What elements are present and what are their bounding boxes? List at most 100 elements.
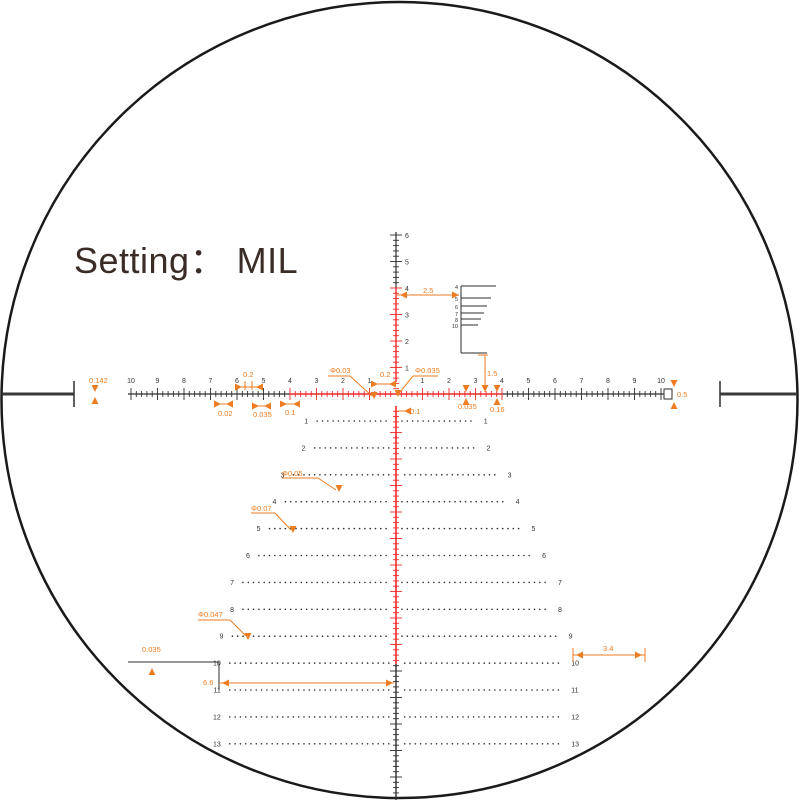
grid-dot (284, 554, 287, 557)
grid-dot (268, 635, 271, 637)
grid-dot (342, 608, 345, 611)
grid-dot (358, 635, 361, 637)
grid-dot (329, 743, 332, 745)
grid-dot (462, 662, 464, 664)
grid-dot (348, 635, 350, 637)
grid-dot (350, 474, 353, 476)
grid-dot (427, 608, 430, 611)
grid-dot (414, 689, 417, 691)
grid-dot (297, 743, 300, 745)
grid-dot (451, 743, 454, 745)
grid-dot (292, 716, 295, 718)
grid-dot (324, 662, 327, 664)
grid-dot (483, 716, 486, 718)
grid-dot (456, 662, 459, 664)
grid-dot (356, 716, 358, 718)
grid-dot (289, 581, 292, 584)
right-end-box (663, 388, 673, 400)
grid-dot (313, 716, 316, 718)
grid-dot (388, 743, 390, 745)
grid-dot (414, 474, 417, 476)
grid-dot (464, 500, 467, 503)
grid-dot (366, 716, 369, 718)
grid-dot (417, 500, 419, 503)
grid-dot (443, 581, 446, 584)
grid-dot (340, 662, 342, 664)
grid-dot (250, 689, 252, 691)
dim-arrow (389, 380, 396, 388)
grid-dot (356, 474, 358, 476)
grid-dot (478, 743, 480, 745)
grid-dot (441, 662, 443, 664)
grid-dot (552, 662, 554, 664)
grid-dot (422, 500, 425, 503)
grid-dot (358, 527, 361, 530)
grid-dot (406, 581, 409, 584)
grid-dot (433, 420, 435, 422)
grid-dot (372, 743, 374, 745)
grid-dot (321, 420, 324, 422)
grid-dot (348, 581, 350, 584)
grid-dot (488, 689, 491, 691)
grid-dot (459, 554, 462, 557)
grid-dot (501, 635, 504, 637)
grid-row-label-left: 6 (246, 553, 250, 560)
dim-66: 6.6 (203, 678, 213, 687)
grid-dot (324, 716, 327, 718)
grid-row-label-left: 13 (213, 741, 221, 748)
dim-arrow (635, 651, 642, 659)
grid-dot (274, 554, 276, 557)
grid-dot (504, 689, 507, 691)
grid-dot (425, 662, 427, 664)
rangefinder-tree (460, 285, 496, 354)
dim-line (317, 477, 337, 491)
dim-arrow (670, 380, 678, 387)
grid-dot (239, 716, 242, 718)
grid-dot (496, 554, 499, 557)
grid-dot (364, 554, 366, 557)
grid-dot (305, 581, 308, 584)
grid-dot (486, 581, 488, 584)
grid-dot (229, 662, 231, 664)
grid-dot (425, 474, 427, 476)
grid-dot (255, 716, 258, 718)
grid-dot (364, 581, 366, 584)
grid-dot (316, 581, 319, 584)
grid-dot (435, 689, 438, 691)
grid-dot (258, 635, 260, 637)
dim-0142: 0.142 (89, 376, 108, 385)
grid-dot (488, 716, 491, 718)
grid-dot (541, 689, 544, 691)
grid-row-label-right: 2 (486, 445, 490, 452)
dim-phi-0047: Φ0.047 (198, 610, 223, 619)
dim-arrow (289, 526, 297, 533)
grid-dot (297, 474, 300, 476)
grid-dot (263, 635, 266, 637)
grid-dot (531, 689, 533, 691)
grid-dot (427, 554, 430, 557)
grid-dot (335, 474, 337, 476)
grid-dot (472, 662, 475, 664)
h-label-right: 3 (474, 378, 478, 385)
grid-dot (494, 689, 496, 691)
grid-dot (417, 527, 419, 530)
dim-0035-a: 0.035 (253, 410, 272, 419)
grid-dot (544, 581, 546, 584)
grid-dot (509, 716, 512, 718)
dim-01-a: 0.1 (285, 408, 295, 417)
grid-dot (411, 527, 414, 530)
grid-dot (512, 527, 515, 530)
grid-dot (401, 635, 403, 637)
grid-dot (417, 635, 419, 637)
grid-dot (464, 635, 467, 637)
grid-dot (356, 447, 358, 449)
grid-dot (361, 743, 364, 745)
dim-25: 2.5 (423, 286, 433, 295)
grid-dot (284, 581, 287, 584)
grid-dot (462, 474, 464, 476)
grid-dot (319, 689, 321, 691)
grid-dot (422, 420, 425, 422)
dim-arrow (371, 380, 378, 388)
grid-dot (425, 716, 427, 718)
